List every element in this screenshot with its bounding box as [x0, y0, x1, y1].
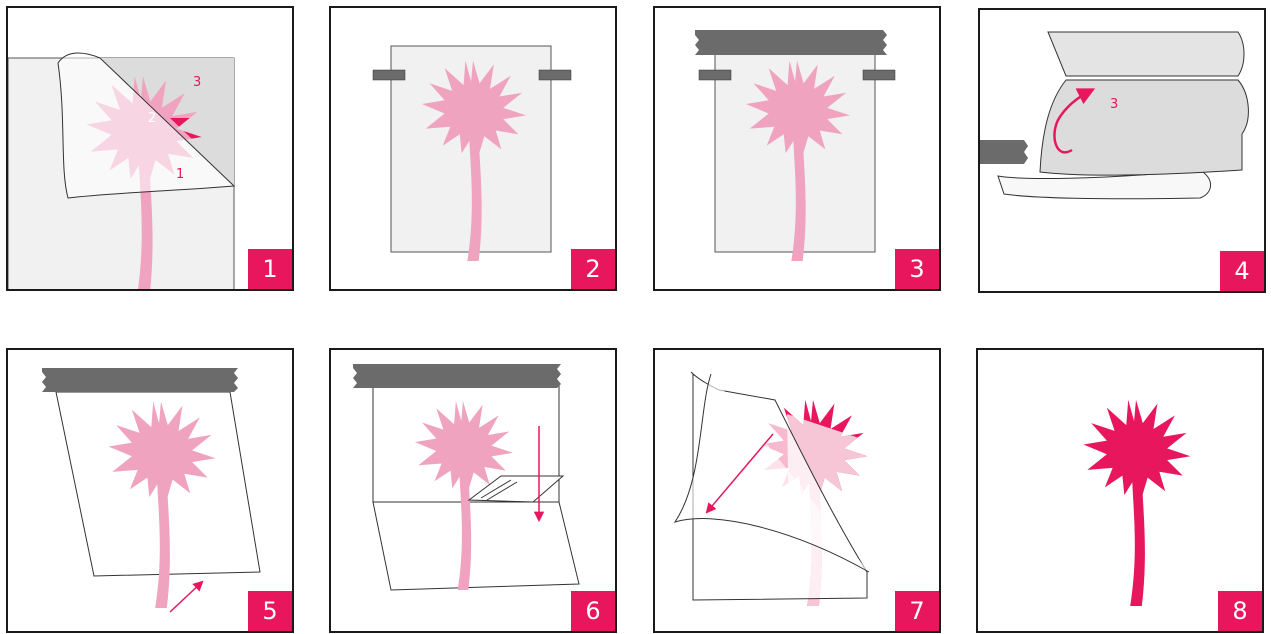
step-panel-7: 7 [653, 348, 941, 633]
tape-right [539, 70, 571, 80]
step-panel-8: 8 [976, 348, 1264, 633]
step-panel-2: 2 [329, 6, 617, 291]
step-8-illustration [978, 350, 1262, 631]
finished-decal-flower [1083, 400, 1190, 606]
tape-top [695, 30, 887, 55]
label-2: 2 [148, 111, 156, 126]
tape-left [373, 70, 405, 80]
step-number-badge: 7 [895, 591, 939, 631]
tape-left [699, 70, 731, 80]
step-panel-5: 5 [6, 348, 294, 633]
step-panel-3: 3 [653, 6, 941, 291]
step-panel-1: 3 2 1 1 [6, 6, 294, 291]
tape-edge [980, 140, 1028, 164]
direction-arrow [170, 582, 202, 612]
tape-top [42, 368, 238, 392]
step-number-badge: 6 [571, 591, 615, 631]
step-panel-6: 6 [329, 348, 617, 633]
step-3-illustration [655, 8, 939, 289]
step-number-badge: 4 [1220, 251, 1264, 291]
step-number-badge: 3 [895, 249, 939, 289]
step-5-illustration [8, 350, 292, 631]
unapplied-sheet [373, 502, 579, 590]
step-7-illustration [655, 350, 939, 631]
label-3: 3 [1110, 97, 1118, 112]
step-2-illustration [331, 8, 615, 289]
step-number-badge: 5 [248, 591, 292, 631]
step-number-badge: 2 [571, 249, 615, 289]
tape-right [863, 70, 895, 80]
backing-sheet-back [1048, 32, 1244, 76]
backing-sheet-peeled [1040, 80, 1248, 175]
tape-top [353, 364, 561, 388]
label-1: 1 [176, 167, 184, 182]
step-1-illustration: 3 2 1 [8, 8, 292, 289]
step-number-badge: 8 [1218, 591, 1262, 631]
step-number-badge: 1 [248, 249, 292, 289]
step-6-illustration [331, 350, 615, 631]
label-3: 3 [193, 75, 201, 90]
step-panel-4: 3 4 [978, 8, 1266, 293]
step-4-illustration: 3 [980, 10, 1264, 291]
